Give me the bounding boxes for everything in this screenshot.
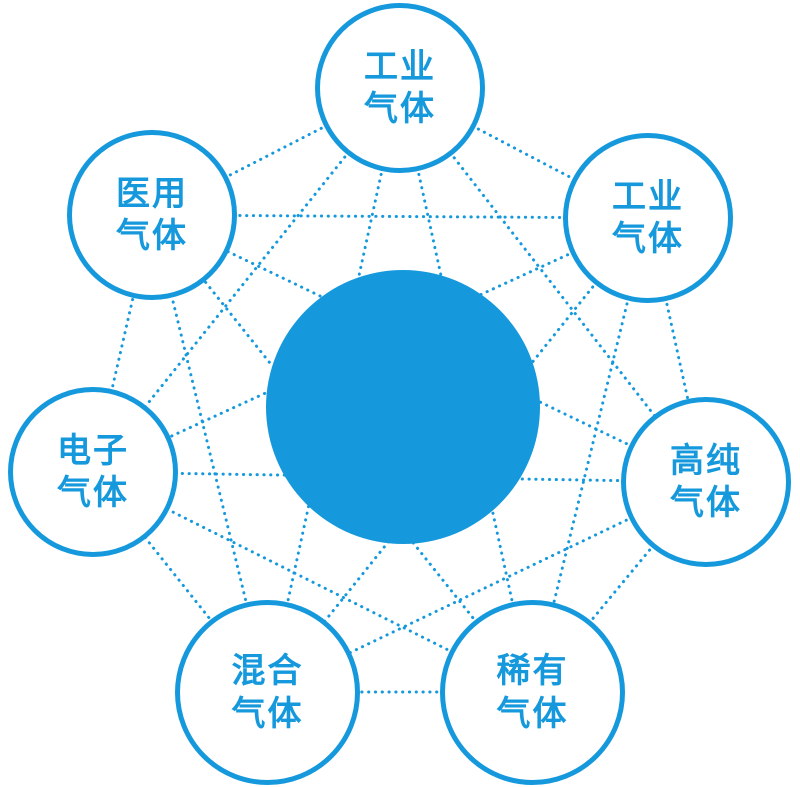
center-hub-circle: [266, 270, 540, 544]
node-label: 高纯 气体: [670, 440, 742, 524]
node-label: 稀有 气体: [496, 651, 569, 734]
node-electronic-gas: 电子 气体: [8, 387, 178, 557]
node-industrial-gas-right: 工业 气体: [563, 133, 733, 303]
node-label: 医用 气体: [116, 173, 188, 257]
node-label: 工业 气体: [612, 176, 684, 260]
node-industrial-gas-top: 工业 气体: [315, 3, 485, 173]
node-high-purity-gas: 高纯 气体: [621, 397, 791, 567]
node-label: 工业 气体: [364, 46, 436, 130]
node-label: 电子 气体: [57, 430, 129, 514]
node-rare-gas: 稀有 气体: [440, 600, 625, 785]
node-medical-gas: 医用 气体: [67, 130, 237, 300]
node-mixed-gas: 混合 气体: [175, 600, 360, 785]
node-label: 混合 气体: [231, 651, 304, 734]
